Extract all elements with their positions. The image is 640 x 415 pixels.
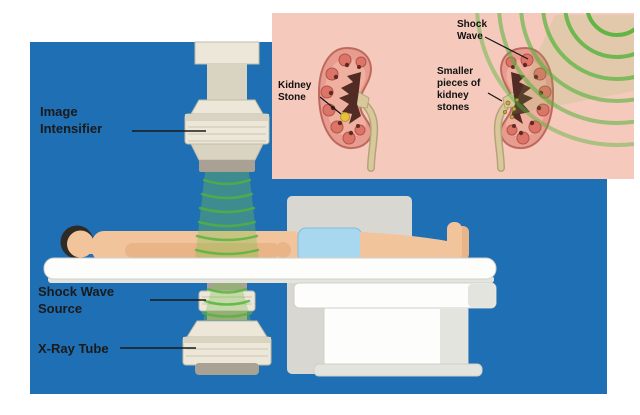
- stone-fragments: [502, 98, 519, 120]
- kidney-stone-dot: [340, 112, 350, 122]
- patient-figure: [60, 222, 469, 263]
- xray-tube-label: X-Ray Tube: [38, 341, 109, 356]
- xray-tube-device: [182, 320, 272, 375]
- support-column: [194, 41, 260, 102]
- table-base: [293, 282, 497, 377]
- inset-leader-lines: [319, 36, 529, 115]
- main-leader-lines: [120, 130, 206, 349]
- shock-wave-arcs: [475, 13, 634, 147]
- kidney-illustration: [317, 13, 634, 172]
- image-intensifier-device: [184, 99, 270, 172]
- shock-wave-label: Shock Wave: [457, 19, 488, 42]
- shock-wave-beam-lower: [201, 283, 253, 321]
- smaller-pieces-label: Smaller pieces of kidney stones: [437, 66, 481, 113]
- right-kidney: [493, 46, 555, 172]
- kidney-stone-label: Kidney Stone: [278, 80, 312, 103]
- kidney-inset-panel: Kidney Stone Shock Wave Smaller pieces o…: [272, 13, 634, 179]
- image-intensifier-label: Image Intensifier: [40, 104, 103, 136]
- shock-wave-beam-upper: [194, 172, 260, 260]
- left-kidney: [317, 46, 379, 172]
- treatment-table: [43, 257, 497, 283]
- shock-wave-source-label: Shock Wave Source: [38, 284, 115, 316]
